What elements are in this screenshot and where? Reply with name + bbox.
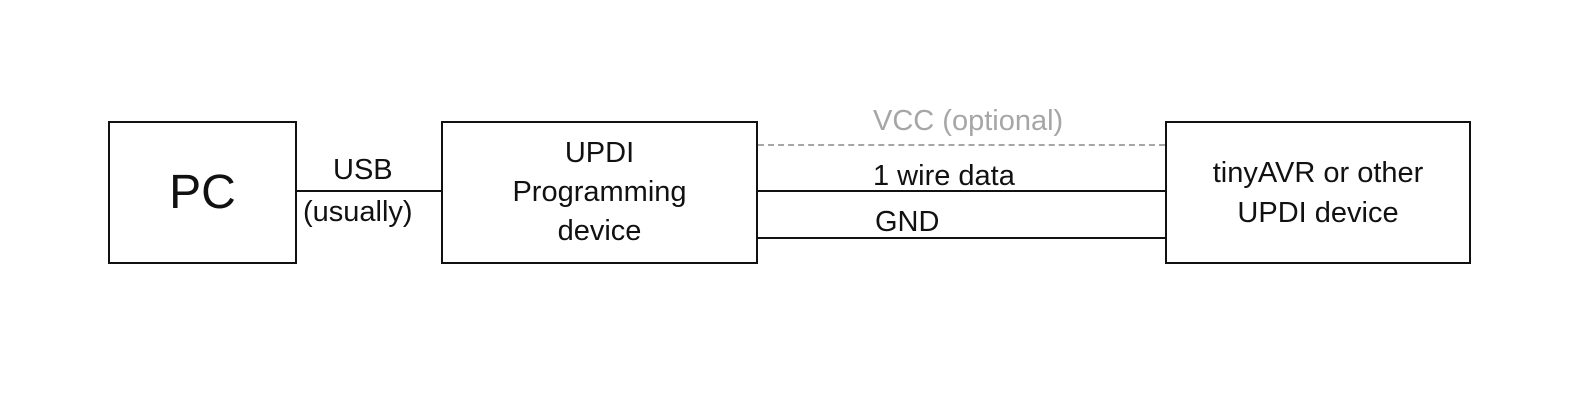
updi-programmer-node: UPDI Programming device (441, 121, 758, 264)
usb-connection-line (297, 190, 441, 192)
gnd-connection-label: GND (875, 206, 940, 238)
target-device-node-label: tinyAVR or other UPDI device (1212, 156, 1424, 229)
target-device-node: tinyAVR or other UPDI device (1165, 121, 1471, 264)
data-connection-label: 1 wire data (873, 160, 1015, 192)
updi-programmer-node-label: UPDI Programming device (512, 137, 687, 247)
vcc-connection-label: VCC (optional) (873, 105, 1064, 137)
usb-connection-sublabel: (usually) (303, 196, 413, 228)
gnd-connection-line (758, 237, 1165, 239)
usb-connection-label: USB (333, 154, 393, 186)
pc-node-label: PC (169, 165, 236, 219)
data-connection-line (758, 190, 1165, 192)
pc-node: PC (108, 121, 297, 264)
vcc-connection-line (758, 144, 1165, 146)
